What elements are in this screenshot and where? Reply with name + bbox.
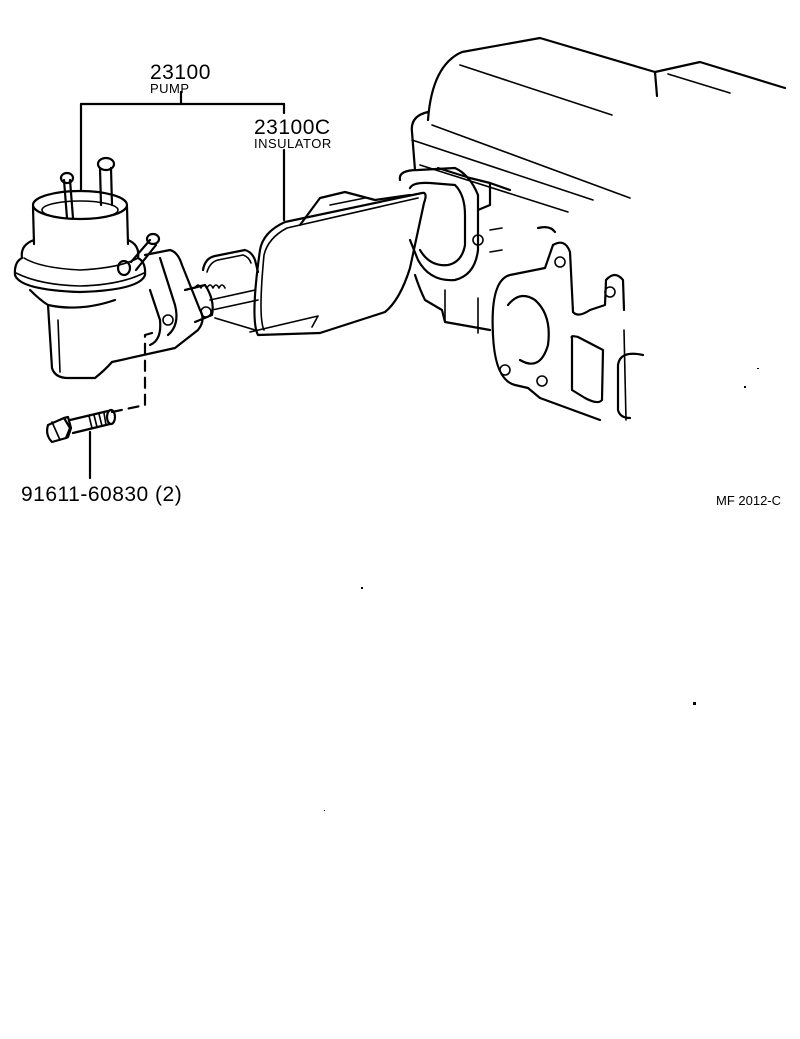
- cylinder-head: [398, 36, 787, 422]
- diagram-reference-code: MF 2012-C: [716, 493, 782, 508]
- pump-leader-lines: [79, 90, 286, 222]
- fuel-pump: [13, 156, 260, 380]
- pump-part-name: PUMP: [150, 81, 190, 96]
- pump-part-number: 23100: [150, 61, 211, 84]
- insulator-part-number: 23100C: [254, 116, 331, 139]
- bolt-install-dashed-line: [110, 331, 154, 414]
- bolt: [46, 408, 117, 444]
- insulator: [249, 190, 427, 337]
- scan-specks: [324, 587, 696, 811]
- insulator-part-name: INSULATOR: [254, 136, 332, 151]
- bolt-part-number: 91611-60830 (2): [21, 483, 183, 506]
